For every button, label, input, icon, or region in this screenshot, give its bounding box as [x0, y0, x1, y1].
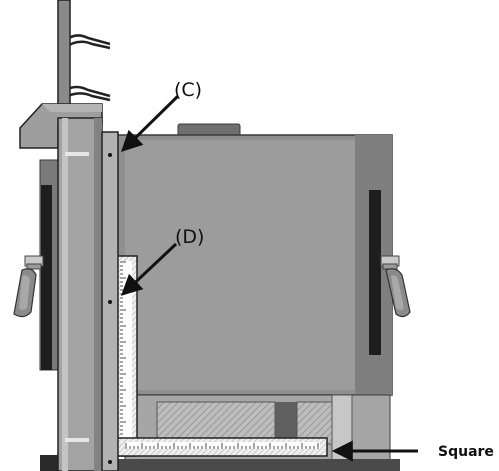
- label-c: (C): [174, 79, 202, 101]
- base-hatch-right: [296, 401, 333, 445]
- arrow-c: [121, 94, 180, 152]
- callout-c: (C): [121, 79, 202, 152]
- label-square: Square: [438, 444, 494, 460]
- point-d-dot: [108, 300, 112, 304]
- machine-body: [39, 123, 400, 471]
- base-hatch-left: [156, 401, 276, 445]
- right-handle: [380, 255, 411, 318]
- housing-face: [125, 140, 355, 390]
- square-blade-vertical-inner: [120, 261, 132, 446]
- column-slot-upper: [65, 152, 89, 156]
- square-blade-horizontal-inner: [125, 442, 320, 449]
- column-highlight: [62, 118, 68, 471]
- callout-d: (D): [120, 226, 204, 296]
- collar-top: [42, 104, 102, 112]
- column-slot-lower: [65, 438, 89, 442]
- left-handle: [13, 255, 44, 318]
- left-foot: [40, 455, 62, 471]
- left-dark-slot: [41, 185, 52, 370]
- fence-column: [19, 0, 119, 471]
- base-block: [275, 402, 297, 444]
- square-ticks-horizontal: [125, 443, 319, 449]
- steel-square: [114, 255, 328, 457]
- right-dark-slot: [369, 190, 381, 355]
- fence-post: [57, 0, 71, 111]
- point-lower-dot: [108, 460, 112, 464]
- base-floor: [40, 459, 400, 471]
- column-shadow: [94, 118, 102, 471]
- callout-square: Square: [331, 440, 494, 462]
- arrow-d: [120, 242, 178, 296]
- point-c-dot: [108, 153, 112, 157]
- label-d: (D): [175, 226, 204, 248]
